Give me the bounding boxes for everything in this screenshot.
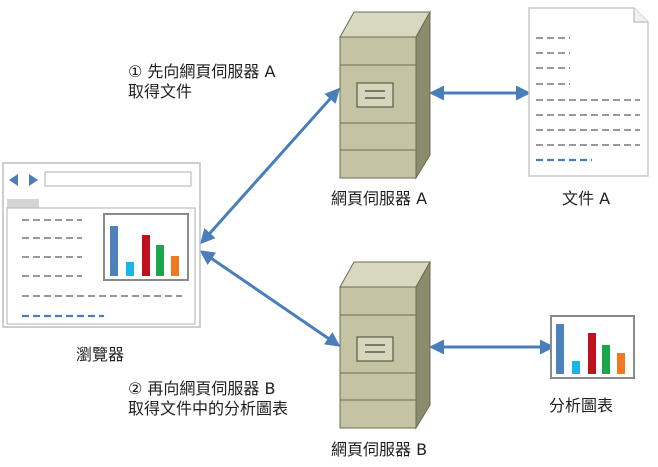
- arrow-browser-server-a: [199, 87, 341, 245]
- step-2-line-2: 取得文件中的分析圖表: [128, 399, 289, 418]
- server-a-icon: [339, 10, 431, 180]
- chart-label: 分析圖表: [549, 396, 614, 415]
- step-2-line-1: ② 再向網頁伺服器 B: [128, 379, 276, 398]
- step-1-line-2: 取得文件: [128, 82, 193, 101]
- step-1-line-1: ① 先向網頁伺服器 A: [128, 62, 276, 81]
- analysis-chart-icon: [550, 315, 635, 379]
- server-a-label: 網頁伺服器 A: [331, 189, 428, 208]
- step-1-text: ① 先向網頁伺服器 A 取得文件: [128, 62, 275, 102]
- step-2-text: ② 再向網頁伺服器 B 取得文件中的分析圖表: [128, 379, 288, 419]
- browser-tab: [7, 199, 39, 209]
- server-b-icon: [339, 260, 431, 430]
- document-a-label: 文件 A: [562, 189, 611, 208]
- arrow-browser-server-b: [199, 250, 341, 347]
- document-a-icon: [528, 7, 649, 177]
- browser-label: 瀏覽器: [76, 345, 125, 364]
- server-b-label: 網頁伺服器 B: [331, 440, 428, 459]
- back-arrow-icon: [9, 174, 18, 186]
- browser-icon: [2, 162, 201, 328]
- forward-arrow-icon: [29, 174, 38, 186]
- address-bar: [44, 171, 192, 187]
